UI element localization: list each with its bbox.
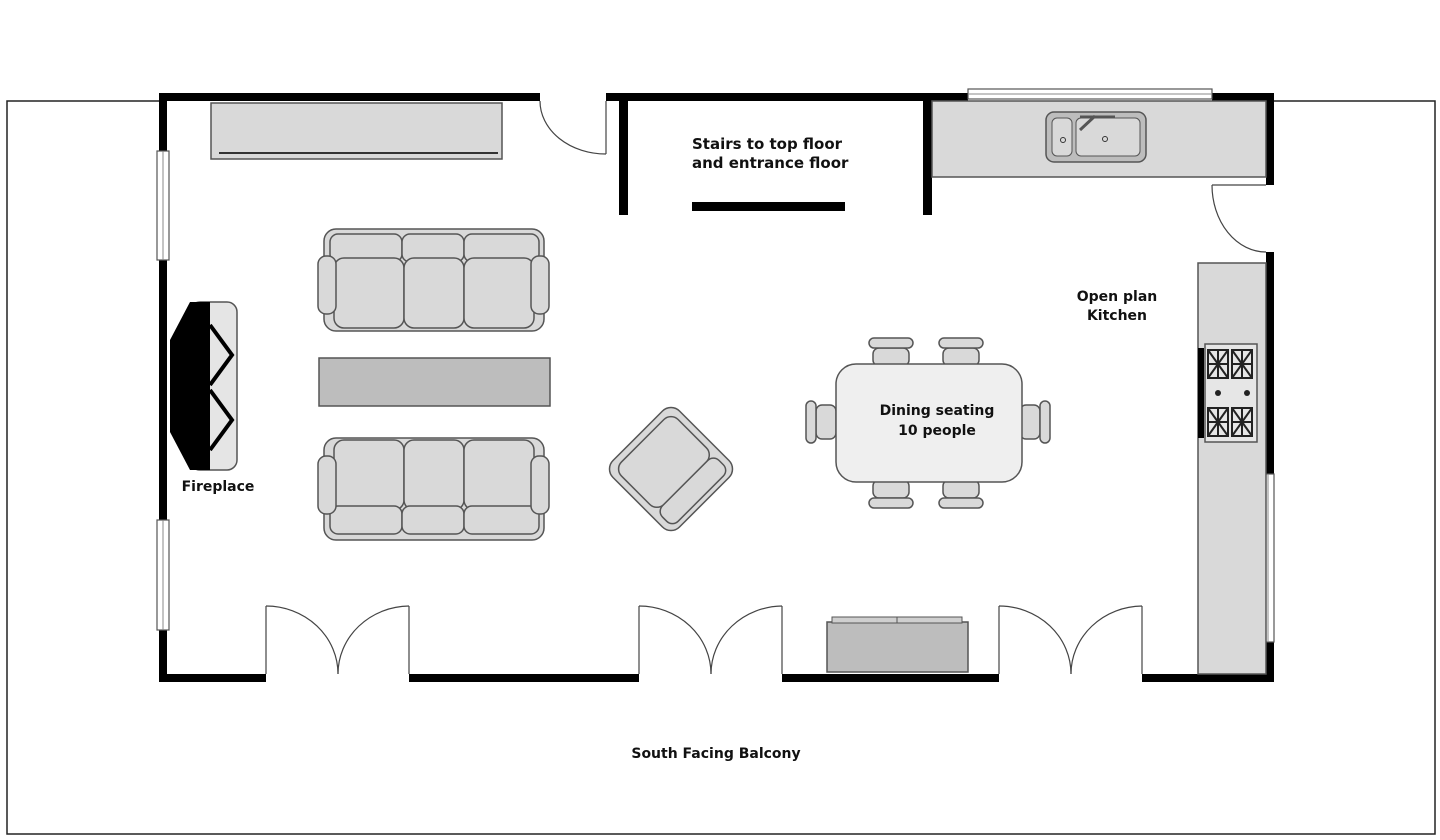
kitchen-counter-right bbox=[1197, 262, 1267, 675]
double-door-1 bbox=[265, 605, 410, 675]
armchair bbox=[608, 406, 734, 532]
dining-label-line1: Dining seating bbox=[880, 403, 995, 419]
stove-icon bbox=[1204, 343, 1258, 443]
kitchen-label-line2: Kitchen bbox=[1087, 308, 1147, 324]
fireplace bbox=[170, 301, 238, 471]
low-cabinet bbox=[826, 616, 969, 673]
stairs-label-line2: and entrance floor bbox=[692, 154, 849, 172]
fireplace-label: Fireplace bbox=[182, 479, 255, 495]
balcony-label: South Facing Balcony bbox=[631, 746, 800, 762]
sideboard bbox=[210, 102, 503, 160]
walls bbox=[159, 93, 1274, 682]
dining-table bbox=[835, 363, 1023, 483]
sofa-bottom bbox=[317, 437, 550, 541]
stairs-label-line1: Stairs to top floor bbox=[692, 135, 843, 153]
sofa-top bbox=[317, 228, 550, 332]
kitchen-label-line1: Open plan bbox=[1077, 289, 1158, 305]
sink-icon bbox=[1045, 111, 1147, 163]
dining-label-line2: 10 people bbox=[898, 423, 976, 439]
double-door-2 bbox=[638, 605, 783, 675]
double-door-3 bbox=[998, 605, 1143, 675]
oven-front bbox=[1198, 348, 1204, 438]
doors bbox=[265, 100, 1267, 675]
coffee-table bbox=[318, 357, 551, 407]
